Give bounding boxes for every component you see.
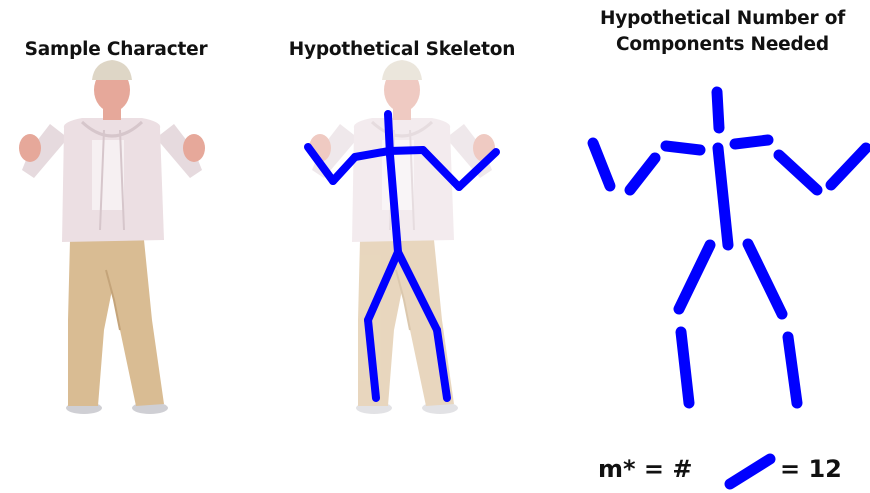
component-right-shin: [788, 337, 797, 403]
component-left-thigh: [679, 245, 710, 309]
component-head: [717, 92, 719, 128]
component-torso: [718, 148, 728, 245]
component-right-forearm: [779, 155, 817, 190]
component-right-hand: [831, 148, 866, 185]
skeleton-character-image: [309, 60, 495, 414]
component-left-shin: [681, 332, 689, 403]
component-right-thigh: [748, 244, 782, 314]
component-left-upper-arm: [666, 146, 700, 150]
equation-left: m* = #: [598, 455, 693, 483]
component-right-upper-arm: [735, 140, 768, 144]
components-diagram: [593, 92, 866, 403]
component-glyph: [730, 459, 770, 484]
equation-right: = 12: [780, 455, 842, 483]
component-left-forearm: [593, 143, 610, 186]
sample-character-image: [19, 60, 205, 414]
component-left-hand: [630, 158, 655, 190]
